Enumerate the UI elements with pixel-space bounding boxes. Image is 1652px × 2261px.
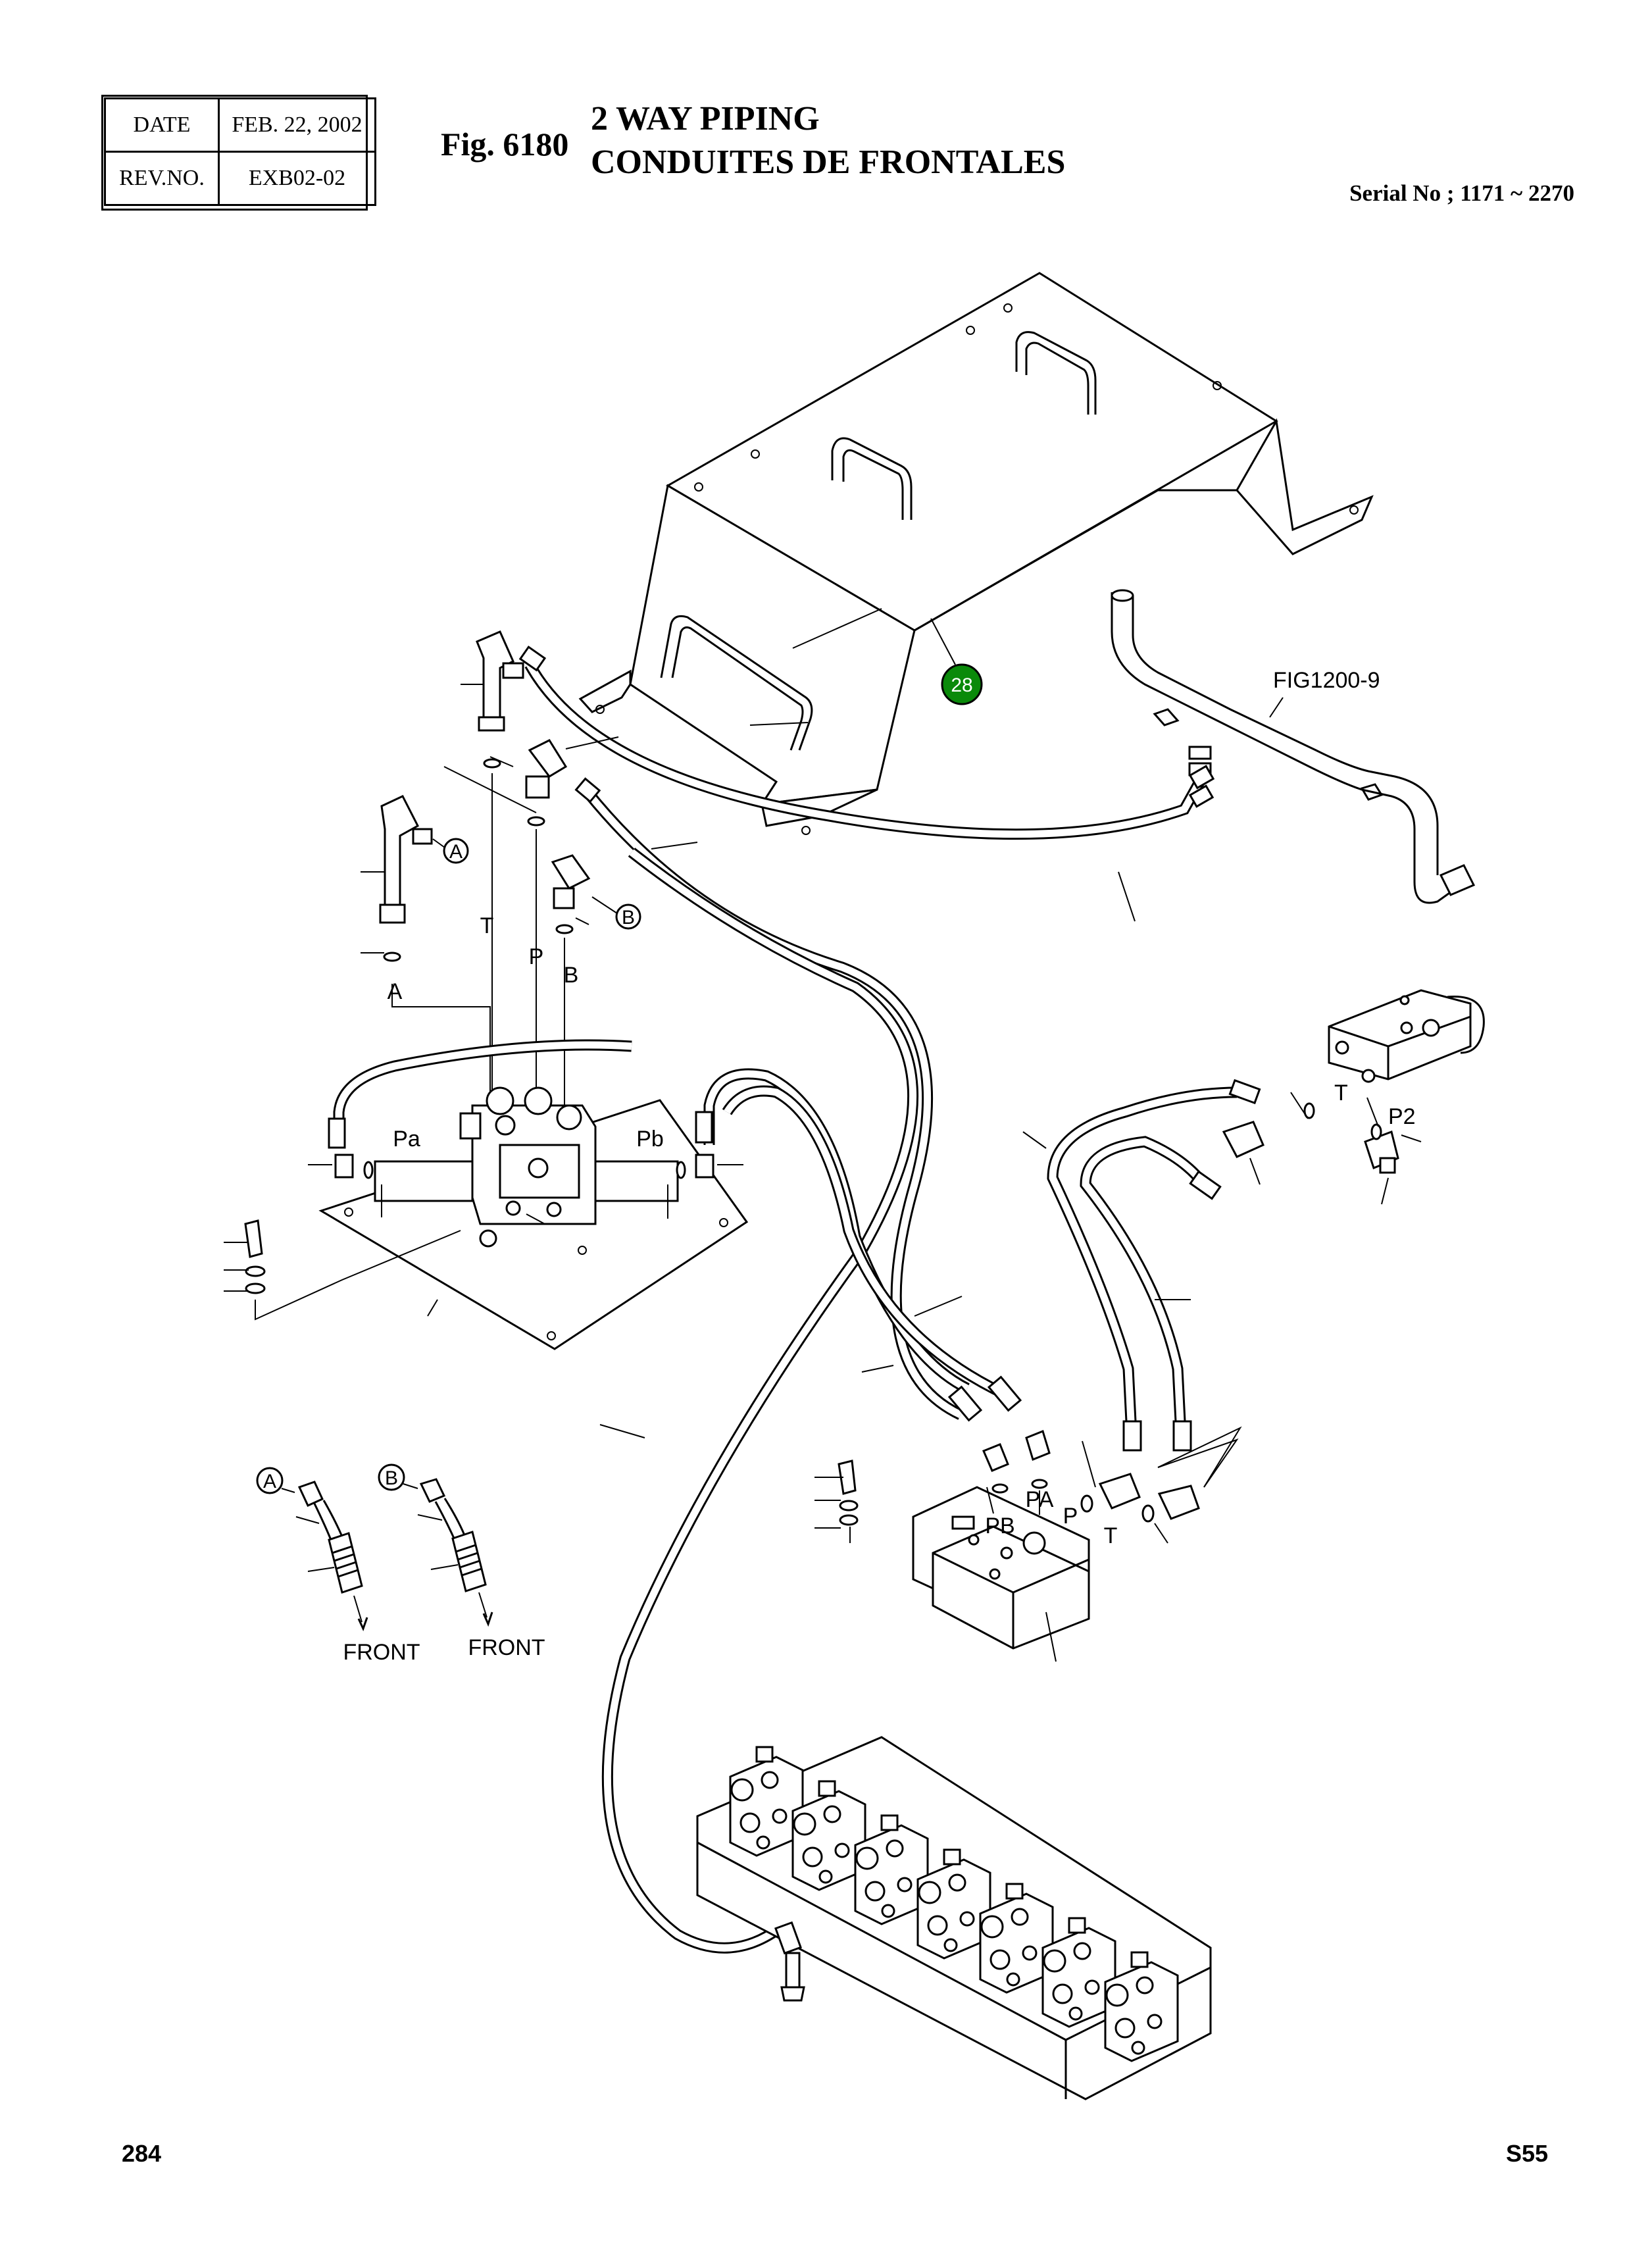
page-number: 284 — [122, 2140, 162, 2167]
callout-marker — [941, 663, 983, 705]
port-label-t: T — [480, 913, 494, 938]
valve-spool-section — [791, 1780, 866, 1891]
figure-number: Fig. 6180 — [441, 126, 569, 163]
valve-spool-section — [854, 1814, 929, 1925]
port-label-pa: Pa — [393, 1127, 420, 1152]
port-label-a: A — [388, 979, 403, 1004]
front-hose-a: A FRONT — [256, 1467, 420, 1665]
pa-pb-valve-block: PA PB P T — [814, 1426, 1242, 1662]
callout-28: 28 — [941, 663, 983, 705]
port-label-b: B — [564, 963, 579, 988]
serial-range: Serial No ; 1171 ~ 2270 — [1349, 180, 1574, 206]
callout-number: 28 — [951, 674, 972, 696]
upper-fittings-group: A B T P B A — [361, 630, 641, 1112]
hydraulic-hoses — [328, 646, 1261, 1954]
front-hose-a-label: A — [263, 1471, 276, 1492]
port-label-p-block: P — [1063, 1504, 1078, 1529]
front-hose-b: B FRONT — [378, 1463, 545, 1660]
reference-pipe-assembly: FIG1200-9 — [1111, 589, 1476, 904]
title-line-french: CONDUITES DE FRONTALES — [591, 143, 1066, 181]
port-label-pa-block: PA — [1026, 1487, 1054, 1512]
main-control-valve — [696, 1736, 1212, 2100]
port-label-circle-b: B — [622, 907, 635, 928]
port-label-p: P — [529, 944, 544, 969]
front-direction-label-b: FRONT — [468, 1635, 545, 1660]
title-line-english: 2 WAY PIPING — [591, 100, 820, 138]
front-direction-label-a: FRONT — [343, 1640, 420, 1665]
cover-plate — [578, 272, 1374, 835]
valve-spool-section — [1041, 1917, 1116, 2028]
port-label-t-block: T — [1104, 1523, 1118, 1548]
page-code: S55 — [1505, 2140, 1548, 2167]
date-value: FEB. 22, 2002 — [218, 97, 376, 153]
port-label-pb-block: PB — [985, 1513, 1014, 1538]
rev-value: EXB02-02 — [218, 151, 376, 206]
p2-valve-block: T P2 — [1222, 989, 1485, 1205]
valve-spool-section — [1104, 1951, 1179, 2062]
port-label-circle-a: A — [449, 841, 463, 863]
port-label-pb: Pb — [636, 1127, 664, 1152]
port-label-t-right: T — [1334, 1080, 1348, 1105]
reference-label: FIG1200-9 — [1273, 668, 1380, 693]
page-title: 2 WAY PIPING CONDUITES DE FRONTALES — [591, 97, 1065, 184]
date-label: DATE — [104, 97, 220, 153]
rev-label: REV.NO. — [104, 151, 220, 206]
valve-spool-section — [729, 1746, 804, 1857]
port-label-p2: P2 — [1388, 1104, 1416, 1129]
front-hose-b-label: B — [385, 1467, 398, 1489]
pilot-valve-assembly: Pa Pb — [224, 1086, 749, 1350]
valve-spool-section — [979, 1883, 1054, 1994]
revision-table: DATE FEB. 22, 2002 REV.NO. EXB02-02 — [104, 97, 376, 206]
